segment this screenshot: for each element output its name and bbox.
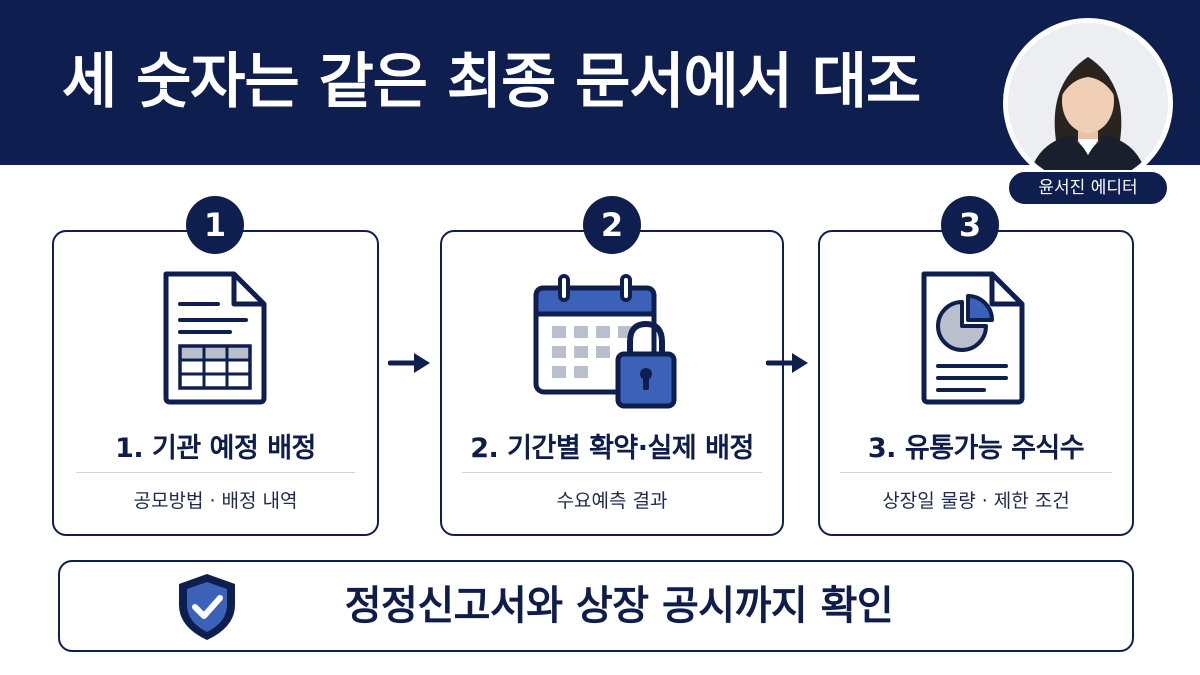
step-title-1: 1. 기관 예정 배정 <box>115 433 316 464</box>
step-number-3: 3 <box>941 196 999 254</box>
step-divider-2 <box>462 472 762 473</box>
editor-name-badge: 윤서진 에디터 <box>1007 170 1169 206</box>
arrow-right-icon <box>765 350 810 380</box>
step-divider-3 <box>840 472 1112 473</box>
page-title: 세 숫자는 같은 최종 문서에서 대조 <box>62 47 921 117</box>
avatar <box>1003 18 1173 188</box>
step-title-3: 3. 유통가능 주식수 <box>867 433 1085 464</box>
step-subtitle-1: 공모방법 · 배정 내역 <box>133 490 298 512</box>
step-title-2: 2. 기간별 확약·실제 배정 <box>470 433 754 464</box>
document-pie-icon <box>918 270 1028 409</box>
step-divider-1 <box>76 472 355 473</box>
step-number-1: 1 <box>186 196 244 254</box>
document-table-icon <box>160 270 270 409</box>
calendar-lock-icon <box>532 272 692 416</box>
header-banner <box>0 0 1200 165</box>
step-subtitle-2: 수요예측 결과 <box>556 490 668 512</box>
step-number-2: 2 <box>583 196 641 254</box>
shield-check-icon <box>174 571 240 647</box>
editor-portrait-icon <box>1008 23 1168 183</box>
confirmation-text: 정정신고서와 상장 공시까지 확인 <box>344 583 894 629</box>
arrow-right-icon <box>387 350 432 380</box>
confirmation-bar <box>58 560 1134 652</box>
step-subtitle-3: 상장일 물량 · 제한 조건 <box>882 490 1070 512</box>
